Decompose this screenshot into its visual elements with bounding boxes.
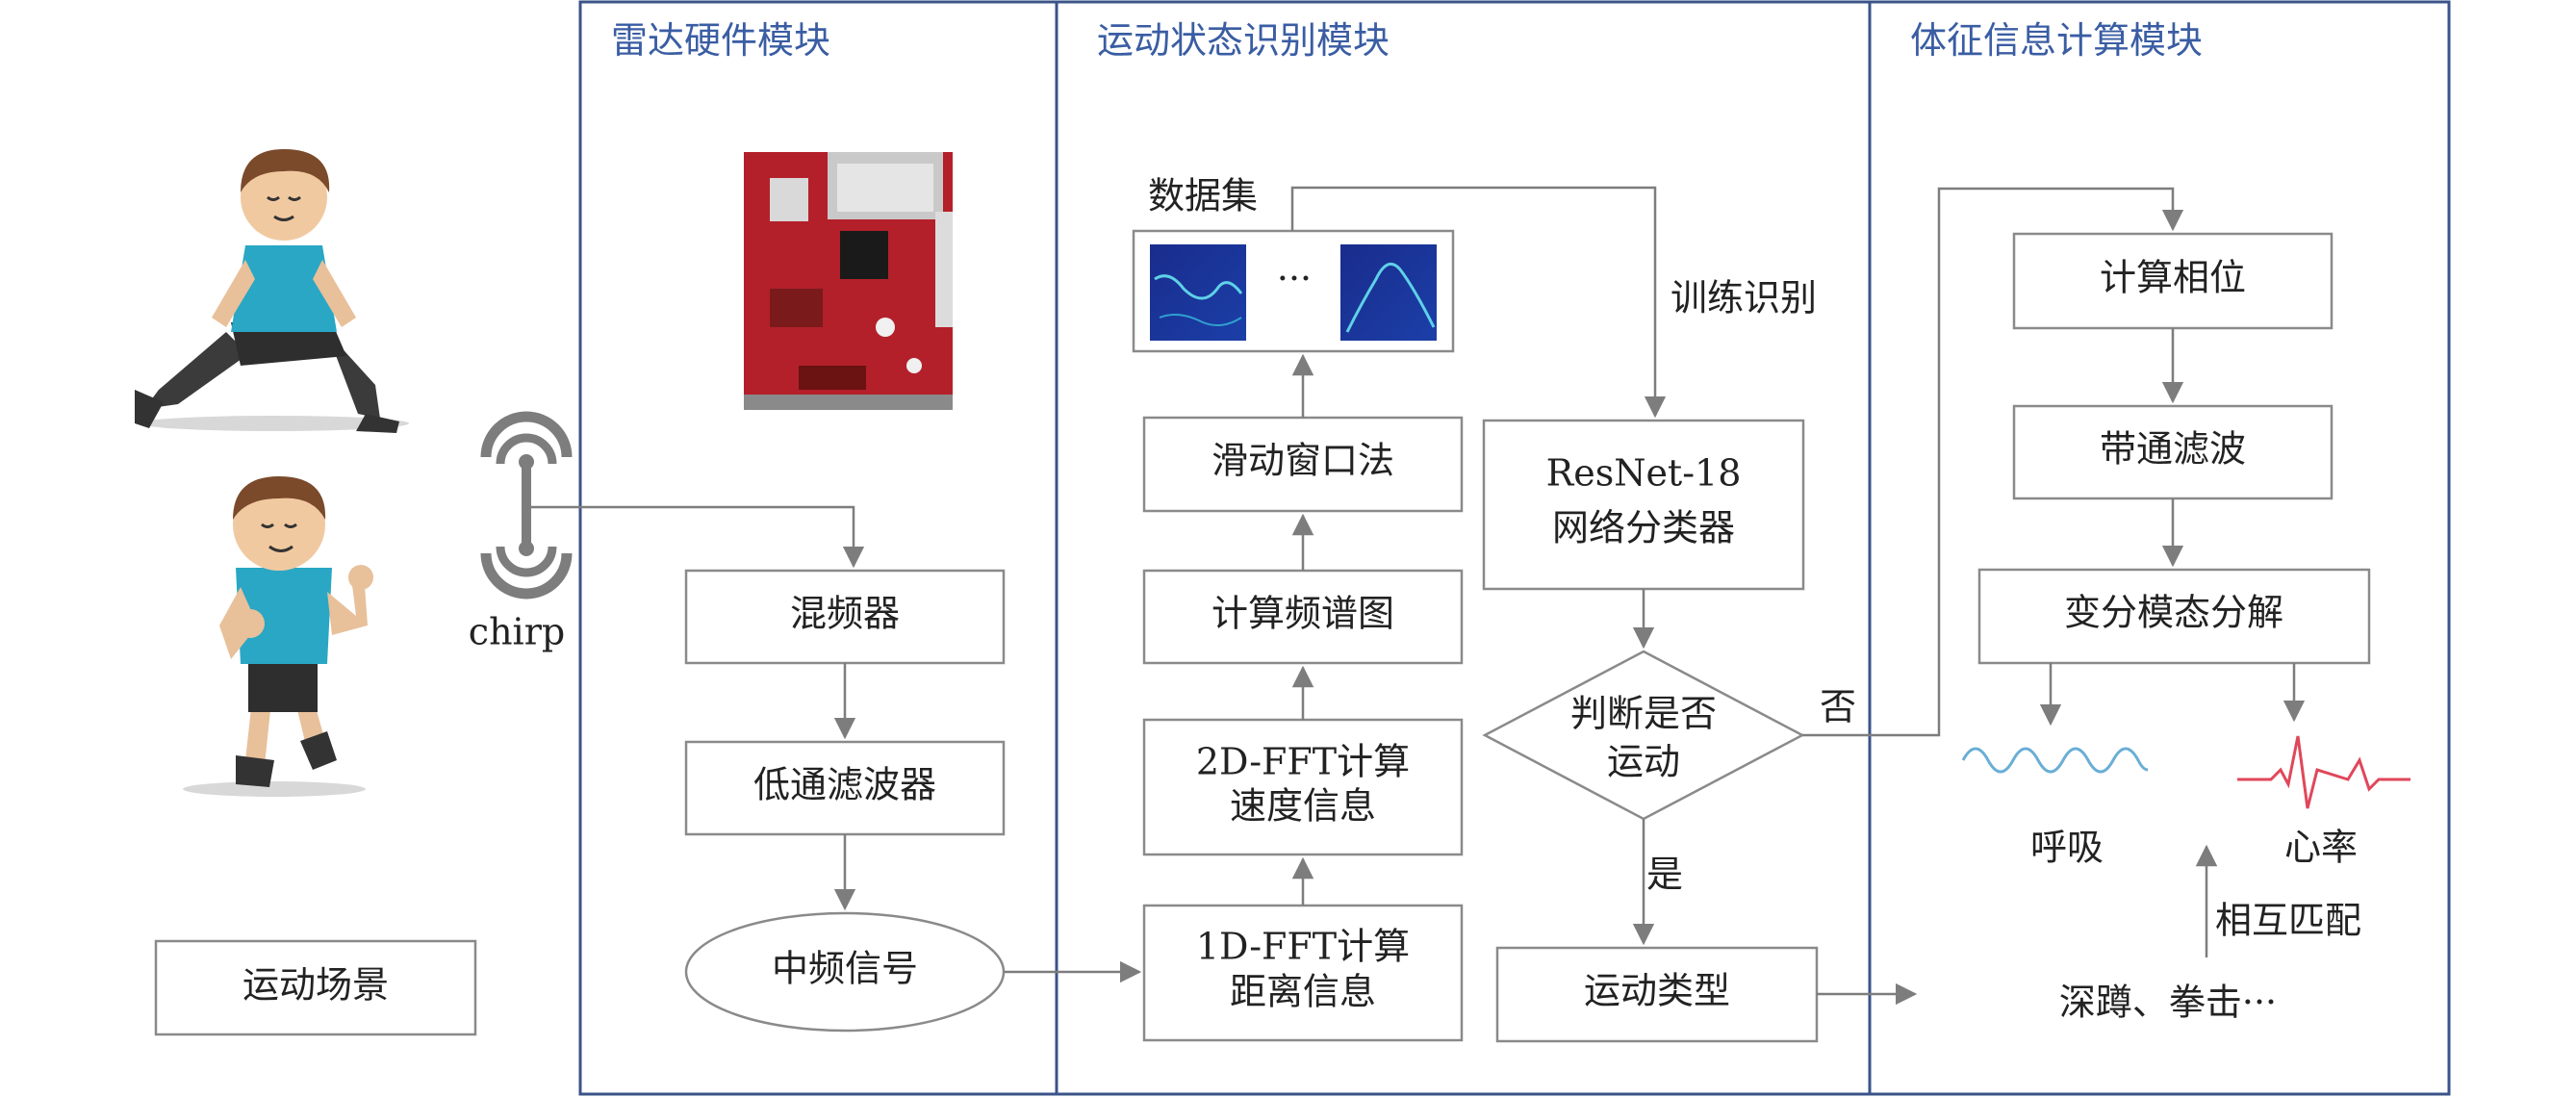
spectrum-label: 计算频谱图 xyxy=(1211,593,1394,635)
motion-type-label: 运动类型 xyxy=(1584,970,1730,1012)
connectors xyxy=(526,186,2306,1006)
sliding-window-label: 滑动窗口法 xyxy=(1211,440,1394,482)
decision-label-2: 运动 xyxy=(1607,741,1680,783)
spectrum-box xyxy=(1142,569,1464,665)
fft1d-label-2: 距离信息 xyxy=(1230,971,1376,1013)
bandpass-box xyxy=(2012,404,2334,500)
if-signal-label: 中频信号 xyxy=(772,948,918,990)
fft2d-label-1: 2D-FFT计算 xyxy=(1196,741,1410,783)
radar-board-image xyxy=(744,152,953,410)
no-label: 否 xyxy=(1820,686,1856,728)
phase-label: 计算相位 xyxy=(2100,257,2246,299)
spectrogram-thumbnail-1 xyxy=(1150,244,1246,341)
vmd-label: 变分模态分解 xyxy=(2064,592,2283,634)
vmd-box xyxy=(1977,568,2371,665)
breath-wave-icon xyxy=(1961,747,2149,774)
heart-wave-icon xyxy=(2237,735,2410,809)
dataset-label: 数据集 xyxy=(1148,175,1258,217)
spectrogram-thumbnail-2 xyxy=(1340,244,1437,341)
fft2d-label-2: 速度信息 xyxy=(1230,785,1376,828)
match-label: 相互匹配 xyxy=(2215,900,2361,942)
decision-label-1: 判断是否 xyxy=(1570,693,1717,735)
scene-box xyxy=(154,939,477,1036)
vital-panel-title: 体征信息计算模块 xyxy=(1910,19,2203,62)
person-boxing-illustration xyxy=(183,476,373,797)
radar-panel-title: 雷达硬件模块 xyxy=(611,19,830,62)
resnet-label-1: ResNet-18 xyxy=(1546,452,1742,495)
heart-label: 心率 xyxy=(2284,827,2358,869)
phase-box xyxy=(2012,232,2334,330)
fft1d-box xyxy=(1142,904,1464,1042)
mixer-label: 混频器 xyxy=(790,593,900,635)
lowpass-label: 低通滤波器 xyxy=(753,764,936,806)
yes-label: 是 xyxy=(1646,854,1683,896)
resnet-label-2: 网络分类器 xyxy=(1552,507,1735,549)
dataset-ellipsis: ··· xyxy=(1277,258,1312,300)
train-label: 训练识别 xyxy=(1671,277,1817,319)
chirp-label: chirp xyxy=(469,611,565,653)
resnet-box xyxy=(1482,419,1805,591)
antenna-icon xyxy=(480,411,573,600)
fft1d-label-1: 1D-FFT计算 xyxy=(1196,926,1410,968)
scene-label: 运动场景 xyxy=(242,964,389,1007)
decision-diamond xyxy=(1482,650,1805,821)
bandpass-label: 带通滤波 xyxy=(2100,428,2246,471)
breath-label: 呼吸 xyxy=(2030,827,2104,869)
motion-type-box xyxy=(1495,946,1819,1043)
motion-panel-title: 运动状态识别模块 xyxy=(1097,19,1390,62)
vital-panel xyxy=(1868,0,2451,1096)
fft2d-box xyxy=(1142,718,1464,856)
mixer-box xyxy=(684,569,1006,665)
examples-label: 深蹲、拳击··· xyxy=(2059,982,2277,1024)
lowpass-box xyxy=(684,740,1006,836)
person-lunge-illustration xyxy=(135,149,409,433)
